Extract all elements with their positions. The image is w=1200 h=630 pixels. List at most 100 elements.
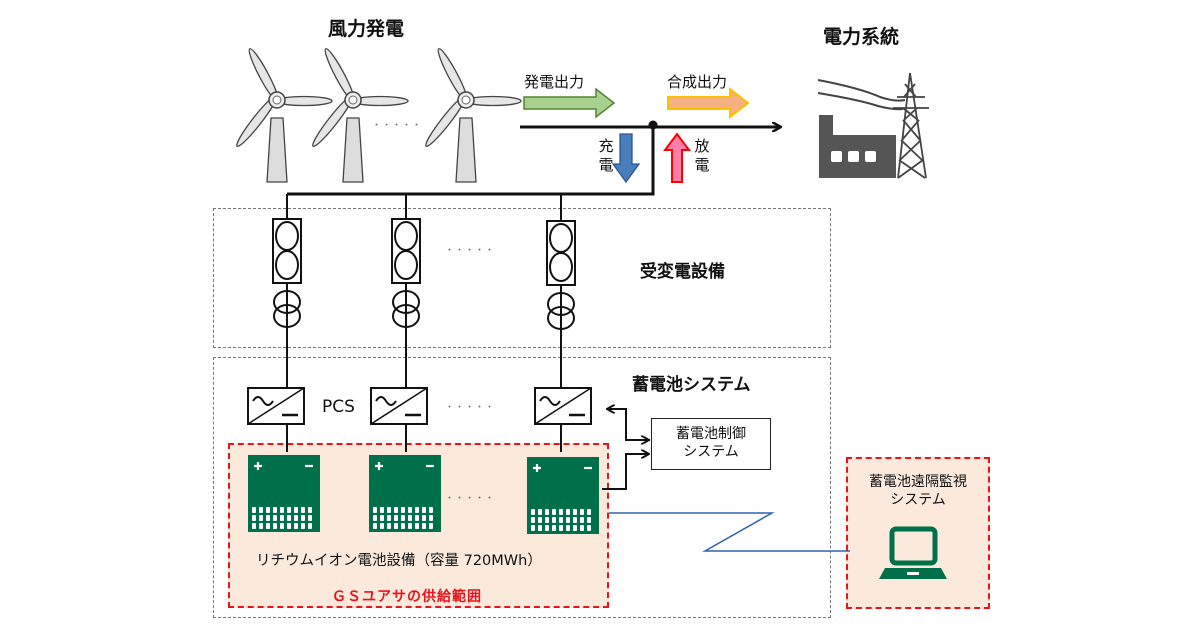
feeder-bus-line (287, 127, 655, 196)
battery-cell (387, 523, 391, 529)
battery-cell (538, 525, 542, 531)
battery-cell (301, 507, 305, 513)
battery-cell (380, 507, 384, 513)
battery-control-system-box: 蓄電池制御 システム (651, 418, 771, 470)
battery-cell (552, 509, 556, 515)
battery-cell (587, 525, 591, 531)
generation-output-label: 発電出力 (524, 73, 585, 91)
battery-cell (287, 523, 291, 529)
battery-cell (401, 507, 405, 513)
discharge-label: 放電 (694, 137, 710, 174)
battery-cell (373, 507, 377, 513)
substation-ellipsis: ・・・・・ (445, 246, 496, 256)
battery-cell (415, 507, 419, 513)
battery-cell (573, 509, 577, 515)
battery-cell (429, 515, 433, 521)
battery-cell (287, 507, 291, 513)
battery-cell (259, 507, 263, 513)
battery-ellipsis: ・・・・・ (445, 494, 496, 504)
battery-icon (527, 457, 599, 534)
battery-cell (538, 509, 542, 515)
battery-cell (259, 515, 263, 521)
control-link-lines (602, 409, 650, 490)
battery-system-title: 蓄電池システム (632, 375, 751, 395)
switchgear-icon (546, 220, 576, 286)
battery-cell (301, 515, 305, 521)
battery-cell (566, 525, 570, 531)
battery-cell (308, 515, 312, 521)
battery-cell (394, 515, 398, 521)
plus-terminal-icon (254, 462, 262, 470)
battery-cell (280, 523, 284, 529)
battery-cell (559, 509, 563, 515)
power-grid-icon (817, 72, 929, 179)
supply-scope-label: ＧＳユアサの供給範囲 (332, 589, 482, 605)
battery-cell (380, 523, 384, 529)
battery-cell (429, 523, 433, 529)
battery-cell (422, 507, 426, 513)
battery-cell (266, 523, 270, 529)
turbine-ellipsis: ・・・・・ (372, 121, 423, 131)
battery-cell (538, 517, 542, 523)
switchgear-icon (272, 218, 302, 284)
pcs-icon (369, 386, 429, 426)
wind-power-title: 風力発電 (328, 18, 405, 40)
battery-cell (308, 523, 312, 529)
wind-turbine-icon (308, 45, 409, 183)
battery-cell (531, 517, 535, 523)
battery-cell (252, 523, 256, 529)
battery-cell (580, 509, 584, 515)
battery-cell (552, 517, 556, 523)
battery-cell (580, 525, 584, 531)
battery-cell (545, 517, 549, 523)
battery-cell (415, 515, 419, 521)
battery-cell (545, 509, 549, 515)
control-system-line1: 蓄電池制御 (676, 426, 746, 442)
battery-cell (587, 509, 591, 515)
battery-cell (408, 523, 412, 529)
battery-system-region (213, 357, 831, 618)
battery-cell (380, 515, 384, 521)
remote-monitoring-line2: システム (890, 492, 946, 508)
remote-monitoring-region (846, 457, 990, 609)
battery-cell (587, 517, 591, 523)
laptop-icon (879, 526, 947, 579)
battery-cell (573, 517, 577, 523)
control-system-line2: システム (683, 444, 739, 460)
battery-cell (387, 507, 391, 513)
battery-cell (415, 523, 419, 529)
battery-cell (401, 515, 405, 521)
battery-cell (280, 507, 284, 513)
battery-caption: リチウムイオン電池設備（容量 720MWh） (256, 553, 542, 569)
battery-cell (566, 517, 570, 523)
junction-node (648, 120, 658, 130)
battery-cell (266, 507, 270, 513)
pcs-label: PCS (322, 397, 355, 417)
battery-cell (294, 507, 298, 513)
battery-cell (422, 515, 426, 521)
substation-region (213, 208, 831, 348)
battery-cell (394, 507, 398, 513)
battery-cell (259, 523, 263, 529)
battery-cell (373, 523, 377, 529)
battery-cell (429, 507, 433, 513)
pcs-icon (533, 386, 593, 426)
battery-cell (531, 525, 535, 531)
wind-turbine-icon (421, 45, 522, 183)
battery-cell (273, 507, 277, 513)
battery-cell (294, 515, 298, 521)
battery-cell (552, 525, 556, 531)
battery-cell (387, 515, 391, 521)
battery-cell (280, 515, 284, 521)
battery-cell (252, 507, 256, 513)
battery-cell (531, 509, 535, 515)
combined-output-arrow-icon (667, 86, 750, 120)
battery-cell (373, 515, 377, 521)
battery-cell (545, 525, 549, 531)
battery-cell (273, 515, 277, 521)
combined-output-label: 合成出力 (667, 73, 728, 91)
battery-cell (408, 515, 412, 521)
battery-cell (294, 523, 298, 529)
remote-monitoring-line1: 蓄電池遠隔監視 (869, 474, 967, 490)
